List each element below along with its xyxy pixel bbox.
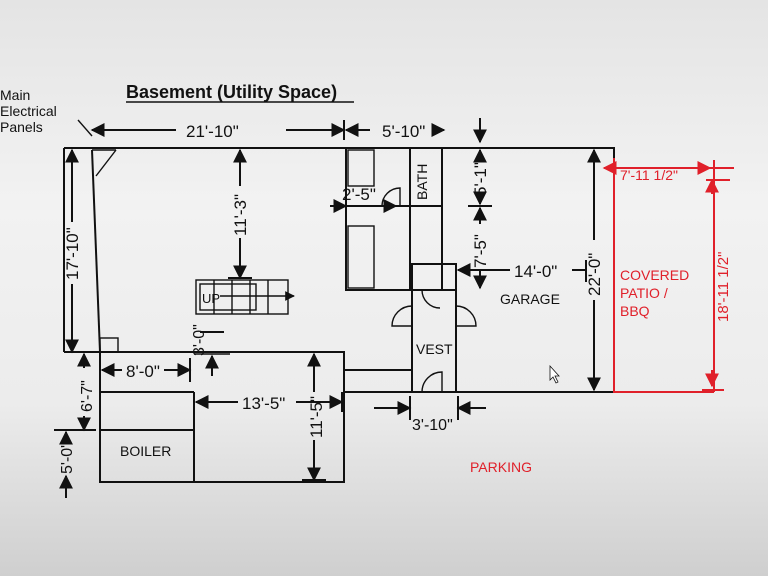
- stairs-up-label: UP: [202, 291, 220, 306]
- dim-5-0: 5'-0": [59, 442, 76, 474]
- mouse-cursor-icon: [549, 364, 560, 384]
- dim-18-11-half: 18'-11 1/2": [715, 252, 732, 322]
- dim-7-11-half: 7'-11 1/2": [620, 167, 678, 183]
- dim-22-0: 22'-0": [585, 253, 604, 296]
- dim-11-5: 11'-5": [307, 396, 326, 438]
- dim-7-5: 7'-5": [471, 234, 490, 268]
- callout-line-2: Electrical: [0, 103, 57, 119]
- dim-8-0: 8'-0": [126, 362, 160, 381]
- boiler-label: BOILER: [120, 443, 171, 459]
- dim-3-0: 3'-0": [191, 324, 208, 356]
- walls: [63, 147, 615, 483]
- dim-14-0: 14'-0": [514, 262, 557, 281]
- bath-label: BATH: [414, 164, 430, 200]
- dimension-lines: [54, 118, 601, 498]
- callout-line-3: Panels: [0, 119, 43, 135]
- dim-13-5: 13'-5": [242, 394, 285, 413]
- dim-21-10: 21'-10": [186, 122, 239, 141]
- patio-label-3: BBQ: [620, 303, 650, 319]
- dim-5-10: 5'-10": [382, 122, 425, 141]
- callout-line-1: Main: [0, 87, 30, 103]
- dim-2-5: 2'-5": [342, 185, 376, 204]
- callout-leader: [77, 119, 93, 137]
- parking-label: PARKING: [470, 459, 532, 475]
- dim-5-1: 5'-1": [471, 162, 490, 196]
- covered-patio: [602, 158, 734, 393]
- garage-label: GARAGE: [500, 291, 560, 307]
- patio-label-2: PATIO /: [620, 285, 668, 301]
- patio-label-1: COVERED: [620, 267, 689, 283]
- dim-11-3: 11'-3": [231, 194, 250, 236]
- stairs: [195, 279, 295, 315]
- dim-17-10: 17'-10": [63, 227, 82, 280]
- plan-title: Basement (Utility Space): [126, 82, 337, 102]
- dim-6-7: 6'-7": [79, 380, 96, 412]
- dim-3-10: 3'-10": [412, 417, 453, 434]
- vest-label: VEST: [416, 341, 453, 357]
